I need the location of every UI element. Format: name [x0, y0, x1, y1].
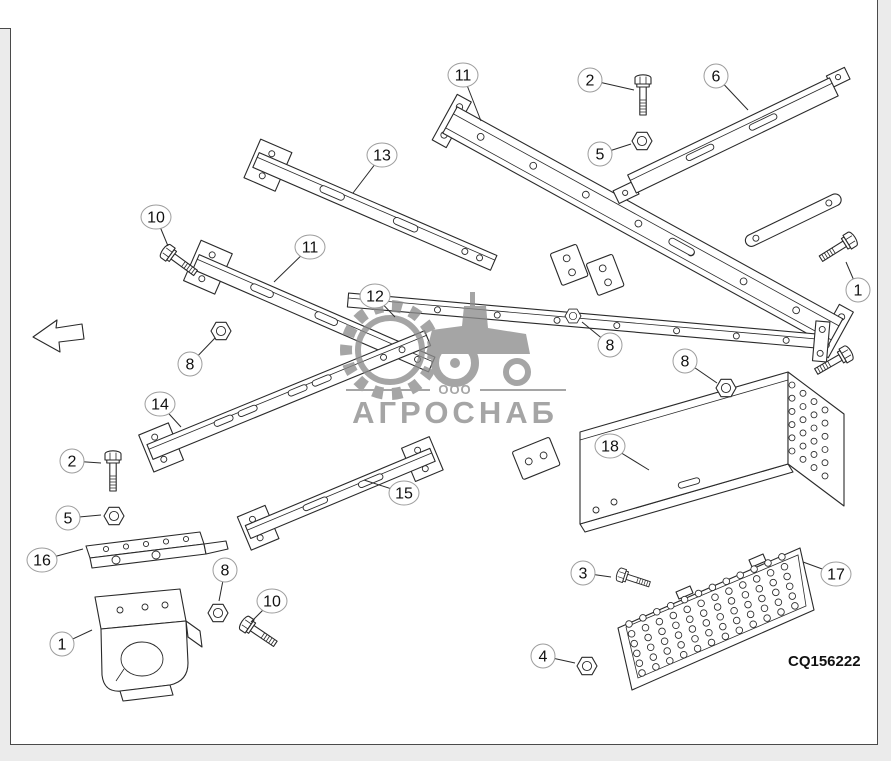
support-bar-6 [612, 66, 851, 205]
svg-text:1: 1 [58, 637, 67, 654]
callout-13: 13 [352, 142, 398, 194]
crossmember-11-left [183, 239, 436, 373]
callout-6: 6 [703, 63, 749, 111]
svg-text:6: 6 [712, 69, 721, 86]
callout-1: 1 [49, 629, 93, 657]
svg-text:2: 2 [68, 454, 77, 471]
svg-text:10: 10 [147, 210, 165, 227]
svg-text:8: 8 [606, 338, 615, 355]
svg-text:2: 2 [586, 73, 595, 90]
svg-text:15: 15 [395, 486, 413, 503]
svg-text:11: 11 [302, 240, 319, 257]
bracket-strip-16 [85, 531, 229, 569]
callout-8: 8 [177, 337, 216, 377]
callout-4: 4 [530, 643, 576, 669]
callout-15: 15 [363, 479, 420, 506]
callout-1: 1 [845, 261, 871, 303]
svg-text:17: 17 [827, 567, 845, 584]
callout-16: 16 [26, 547, 84, 573]
callout-11: 11 [447, 62, 482, 122]
svg-text:14: 14 [151, 397, 169, 414]
nut-8-right [715, 378, 737, 398]
callout-5: 5 [55, 505, 102, 531]
callout-5: 5 [587, 141, 632, 167]
svg-text:11: 11 [455, 68, 472, 85]
strap-plate-right [744, 193, 842, 247]
svg-text:5: 5 [596, 147, 605, 164]
support-bracket-1 [94, 588, 203, 702]
callout-11: 11 [273, 234, 326, 283]
view-direction-arrow-icon [32, 319, 85, 353]
svg-text:4: 4 [539, 649, 548, 666]
callout-12: 12 [359, 283, 396, 318]
svg-text:8: 8 [221, 563, 230, 580]
callout-3: 3 [570, 560, 612, 586]
callout-17: 17 [802, 561, 852, 587]
callout-8: 8 [672, 348, 718, 384]
nut-8-left [210, 321, 232, 341]
nut-5-bottom [103, 506, 125, 526]
callout-8: 8 [581, 321, 623, 358]
nut-8-bottom [207, 603, 229, 623]
crossmember-13 [243, 138, 498, 271]
callout-2: 2 [577, 67, 635, 93]
mounting-plate-pair [550, 243, 625, 296]
nut-5-top [631, 131, 653, 151]
support-panel-18 [579, 371, 845, 533]
svg-text:13: 13 [373, 148, 391, 165]
callout-8: 8 [212, 557, 238, 602]
end-plate [512, 437, 561, 480]
svg-text:12: 12 [366, 289, 384, 306]
nut-4 [576, 656, 598, 676]
svg-text:3: 3 [579, 566, 588, 583]
callout-10: 10 [140, 204, 172, 247]
callout-18: 18 [594, 433, 650, 471]
svg-text:8: 8 [681, 354, 690, 371]
drawing-code: CQ156222 [788, 653, 861, 670]
callout-10: 10 [250, 588, 288, 623]
svg-text:16: 16 [33, 553, 51, 570]
nut-8-middle [564, 308, 582, 324]
callout-14: 14 [144, 391, 182, 428]
watermark: ООО АГРОСНАБ [340, 292, 566, 430]
callout-2: 2 [59, 448, 102, 474]
svg-text:18: 18 [601, 439, 619, 456]
support-bar-15 [236, 436, 444, 551]
watermark-name: АГРОСНАБ [352, 395, 558, 430]
svg-text:1: 1 [854, 283, 863, 300]
watermark-prefix: ООО [438, 382, 471, 397]
svg-text:10: 10 [263, 594, 281, 611]
svg-text:8: 8 [186, 357, 195, 374]
step-plate-17 [617, 547, 815, 691]
svg-text:5: 5 [64, 511, 73, 528]
